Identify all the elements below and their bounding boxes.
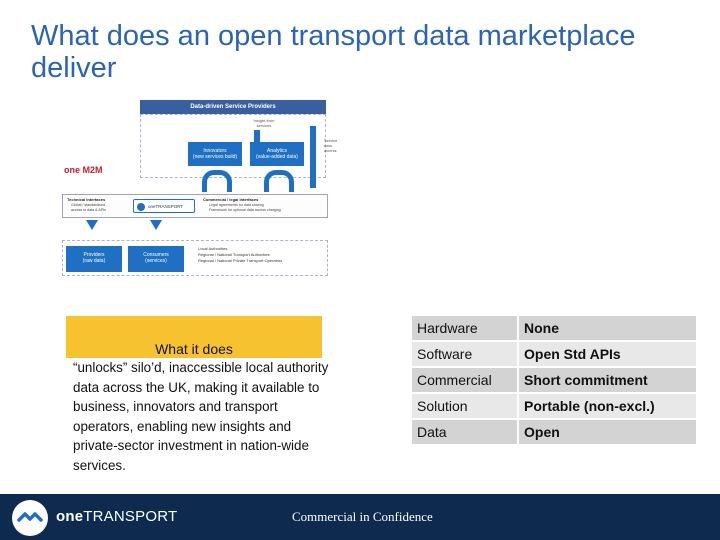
providers-box: Providers (raw data) (66, 246, 122, 272)
consumers-box: Consumers (services) (128, 246, 184, 272)
spec-value: None (519, 316, 696, 340)
table-row: Solution Portable (non-excl.) (412, 394, 696, 418)
spec-key: Solution (412, 394, 517, 418)
list-item: Regional / National Transport Authoritie… (198, 252, 270, 257)
insight-arrow-shaft (254, 130, 260, 142)
architecture-diagram: Data-driven Service Providers Insight fr… (62, 100, 337, 280)
slide-title: What does an open transport data marketp… (31, 20, 636, 84)
what-it-does-header: What it does (66, 316, 322, 358)
onetransport-mini-icon (137, 203, 145, 211)
list-item: Regional / National Private Transport Op… (198, 258, 283, 263)
spec-table: Hardware None Software Open Std APIs Com… (410, 314, 698, 446)
spec-value: Short commitment (519, 368, 696, 392)
commercial-point-2: Framework for optional data access charg… (209, 208, 281, 212)
consumers-sub: (services) (145, 258, 167, 264)
confidentiality-notice: Commercial in Confidence (292, 509, 433, 524)
commercial-interface-label: Commercial / legal Interfaces (203, 197, 259, 202)
diagram-banner: Data-driven Service Providers (140, 100, 326, 114)
list-item: Local Authorities (198, 246, 228, 251)
analytics-label: Analytics (266, 148, 287, 154)
spec-key: Data (412, 420, 517, 444)
innovators-label: Innovators (203, 148, 227, 154)
side-note: Service data access (324, 138, 338, 153)
onetransport-chip-label: oneTRANSPORT (148, 204, 184, 209)
onetransport-logo-icon (12, 500, 48, 536)
spec-key: Commercial (412, 368, 517, 392)
onetransport-chip: oneTRANSPORT (133, 199, 195, 213)
consumers-label: Consumers (143, 252, 169, 258)
consumers-arrow (150, 220, 162, 230)
technical-interface-label: Technical Interfaces (67, 197, 106, 202)
analytics-sub: (value-added data) (256, 154, 298, 160)
footer-bar: oneTRANSPORT Commercial in Confidence (0, 494, 720, 540)
technical-point-1: Global / standardised (71, 203, 105, 207)
table-row: Data Open (412, 420, 696, 444)
footer-brand: oneTRANSPORT (56, 508, 177, 525)
table-row: Commercial Short commitment (412, 368, 696, 392)
side-vertical-arrow (310, 126, 316, 188)
interfaces-band: Technical Interfaces Global / standardis… (62, 194, 328, 218)
providers-sub: (raw data) (82, 258, 106, 264)
service-providers-zone (140, 114, 326, 178)
table-row: Hardware None (412, 316, 696, 340)
spec-value: Portable (non-excl.) (519, 394, 696, 418)
spec-value: Open Std APIs (519, 342, 696, 366)
innovators-sub: (new services build) (192, 154, 238, 160)
insights-note: Insight from services (253, 118, 275, 128)
analytics-box: Analytics (value-added data) (250, 142, 304, 166)
commercial-point-1: Legal agreements for data sharing (209, 203, 264, 207)
loop-arrow-right (264, 170, 294, 192)
table-row: Software Open Std APIs (412, 342, 696, 366)
spec-value: Open (519, 420, 696, 444)
providers-arrow (86, 220, 98, 230)
technical-point-2: access to data & APIs (71, 208, 106, 212)
what-it-does-heading: What it does (155, 341, 233, 357)
onetransport-wave-icon (17, 512, 43, 522)
spec-key: Hardware (412, 316, 517, 340)
footer-brand-bold: one (56, 508, 84, 525)
onem2m-logo: one M2M (64, 165, 103, 175)
loop-arrow-left (202, 170, 232, 192)
data-owners-zone (62, 240, 328, 276)
spec-key: Software (412, 342, 517, 366)
data-owners-list: Local Authorities Regional / National Tr… (198, 246, 282, 264)
innovators-box: Innovators (new services build) (188, 142, 242, 166)
what-it-does-body: “unlocks” silo’d, inaccessible local aut… (73, 360, 329, 473)
footer-brand-rest: TRANSPORT (83, 508, 178, 525)
providers-label: Providers (83, 252, 105, 258)
